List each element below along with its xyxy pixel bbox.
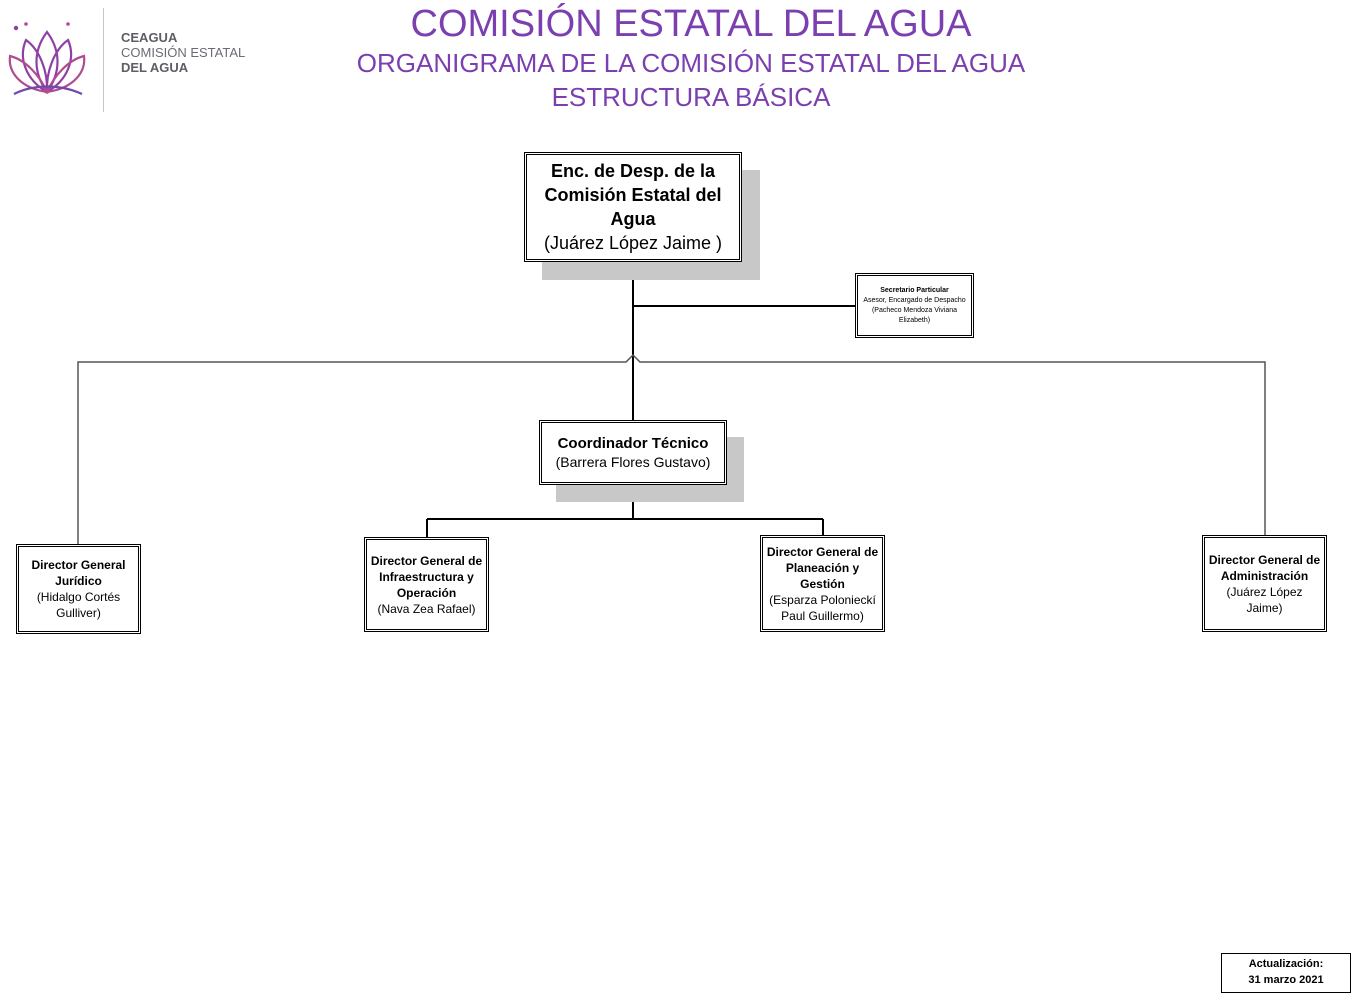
update-label: Actualización: <box>1248 958 1324 970</box>
brand-line1: CEAGUA <box>121 30 178 45</box>
org-box-director-juridico: Director General Jurídico (Hidalgo Corté… <box>16 544 141 634</box>
secretary-title: Secretario Particular <box>880 286 949 294</box>
update-date: 31 marzo 2021 <box>1248 974 1324 986</box>
director-title: Director General de Administración <box>1208 552 1321 583</box>
connector-side-bar <box>77 353 1266 544</box>
logo: CEAGUA COMISIÓN ESTATAL DEL AGUA <box>4 6 274 112</box>
director-name: (Nava Zea Rafael) <box>377 601 476 616</box>
org-box-director-infraestructura: Director General de Infraestructura y Op… <box>364 537 489 632</box>
head-name: (Juárez López Jaime ) <box>543 233 723 253</box>
brand-line2: COMISIÓN ESTATAL <box>121 45 246 60</box>
director-title: Director General de Infraestructura y Op… <box>370 553 483 600</box>
director-title: Director General de Planeación y Gestión <box>766 544 879 591</box>
update-badge: Actualización: 31 marzo 2021 <box>1221 953 1351 993</box>
org-box-coordinator: Coordinador Técnico (Barrera Flores Gust… <box>539 420 727 485</box>
org-box-director-administracion: Director General de Administración (Juár… <box>1202 535 1327 632</box>
page-subtitle-2: ESTRUCTURA BÁSICA <box>551 82 831 112</box>
director-name: (Esparza Polonieckí Paul Guillermo) <box>769 592 876 623</box>
secretary-name: Asesor, Encargado de Despacho (Pacheco M… <box>863 296 966 324</box>
page-title: COMISIÓN ESTATAL DEL AGUA <box>410 3 972 45</box>
coordinator-title: Coordinador Técnico <box>557 434 709 452</box>
head-title: Enc. de Desp. de la Comisión Estatal del… <box>544 161 722 229</box>
brand-name: CEAGUA COMISIÓN ESTATAL DEL AGUA <box>121 30 245 75</box>
coordinator-name: (Barrera Flores Gustavo) <box>555 453 711 470</box>
director-name: (Hidalgo Cortés Gulliver) <box>36 590 121 620</box>
logo-divider <box>103 8 104 112</box>
brand-line3: DEL AGUA <box>121 60 189 75</box>
director-title: Director General Jurídico <box>31 558 126 588</box>
lotus-logo-icon <box>8 22 86 96</box>
org-box-secretary: Secretario Particular Asesor, Encargado … <box>855 273 974 338</box>
director-name: (Juárez López Jaime) <box>1226 584 1303 615</box>
org-box-director-planeacion: Director General de Planeación y Gestión… <box>760 535 885 632</box>
page-subtitle: ORGANIGRAMA DE LA COMISIÓN ESTATAL DEL A… <box>356 48 1026 78</box>
org-box-head: Enc. de Desp. de la Comisión Estatal del… <box>524 152 742 262</box>
page-titles: COMISIÓN ESTATAL DEL AGUA ORGANIGRAMA DE… <box>300 2 1082 114</box>
